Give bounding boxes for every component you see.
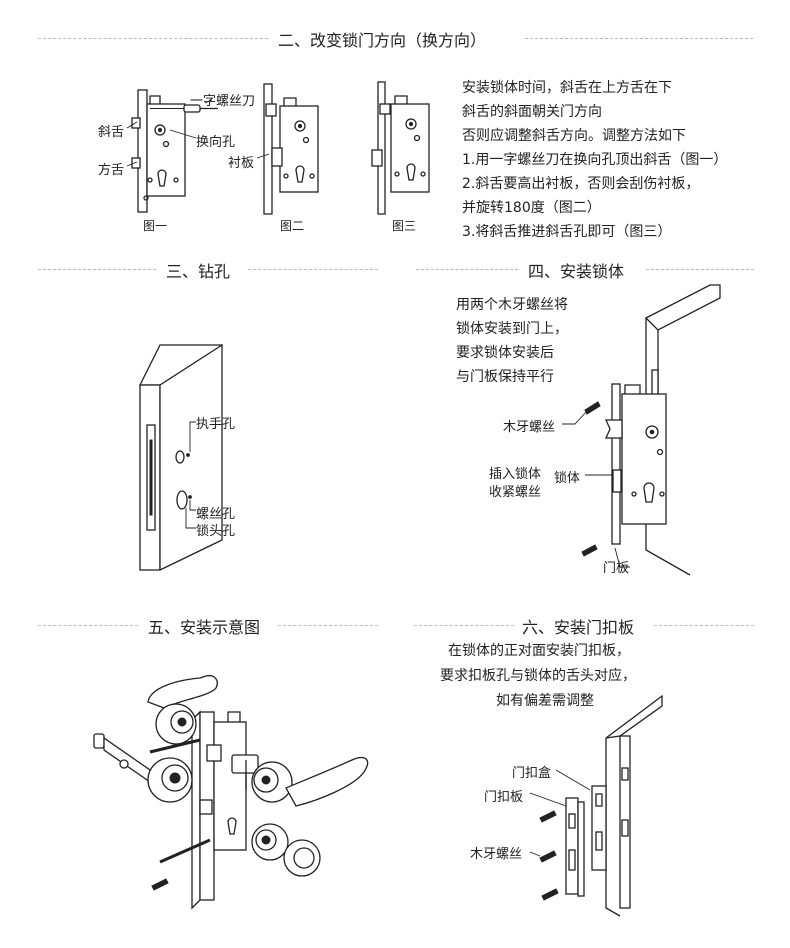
screw-bottom xyxy=(581,544,598,557)
label-suotoukong: 锁头孔 xyxy=(196,524,236,539)
label-charu-2: 收紧螺丝 xyxy=(489,485,542,500)
caption-fig3: 图三 xyxy=(392,219,417,233)
screws-5 xyxy=(149,738,211,891)
rosette-right-upper xyxy=(251,761,293,803)
spindle xyxy=(231,754,259,790)
divider-s2-right xyxy=(525,38,753,39)
divider-s3-left xyxy=(38,269,156,270)
lock-plate-5 xyxy=(191,710,247,910)
strike-box xyxy=(591,785,607,871)
divider-s5-right xyxy=(278,625,378,626)
section-title-6: 六、安装门扣板 xyxy=(516,614,641,638)
label-menkouban: 门扣板 xyxy=(484,790,524,805)
divider-s5-left xyxy=(38,625,138,626)
figure-2-lock-body xyxy=(263,83,319,215)
holes xyxy=(175,450,192,510)
section-title-2: 二、改变锁门方向（换方向） xyxy=(272,27,493,51)
screws-6 xyxy=(539,810,559,901)
s2-text-line-2: 斜舌的斜面朝关门方向 xyxy=(462,104,602,120)
knob-right xyxy=(283,839,321,877)
divider-s3-right xyxy=(248,269,378,270)
s4-text-line-3: 要求锁体安装后 xyxy=(456,345,554,361)
s4-text-line-1: 用两个木牙螺丝将 xyxy=(456,297,568,313)
s4-text-line-2: 锁体安装到门上， xyxy=(456,321,568,337)
s6-text-line-1: 在锁体的正对面安装门扣板， xyxy=(448,643,630,659)
divider-s2-left xyxy=(38,38,268,39)
strike-plate xyxy=(565,797,585,897)
s4-text-line-4: 与门板保持平行 xyxy=(456,369,554,385)
divider-s4-left xyxy=(416,269,518,270)
handle-right xyxy=(285,757,369,807)
s2-text-line-5: 2.斜舌要高出衬板，否则会刮伤衬板， xyxy=(462,176,700,192)
s6-text-line-2: 要求扣板孔与锁体的舌头对应， xyxy=(440,668,636,684)
rosette-right-lower xyxy=(251,823,289,861)
s2-text-line-3: 否则应调整斜舌方向。调整方法如下 xyxy=(462,128,686,144)
divider-s6-left xyxy=(414,625,514,626)
label-suoti: 锁体 xyxy=(554,471,581,486)
s2-text-line-1: 安装锁体时间，斜舌在上方舌在下 xyxy=(462,80,672,96)
s6-text-line-3: 如有偏差需调整 xyxy=(496,693,594,709)
door-slab xyxy=(138,344,224,571)
label-luosikong: 螺丝孔 xyxy=(196,507,236,522)
label-huanxiangkong: 换向孔 xyxy=(196,135,236,150)
section-title-5: 五、安装示意图 xyxy=(142,614,267,638)
screwdriver xyxy=(150,99,218,113)
s2-text-line-7: 3.将斜舌推进斜舌孔即可（图三） xyxy=(462,224,672,240)
label-muya-4: 木牙螺丝 xyxy=(503,420,556,435)
label-zhishoukong: 执手孔 xyxy=(196,417,236,432)
lock-body-4 xyxy=(604,383,667,545)
label-muya-6: 木牙螺丝 xyxy=(470,847,523,862)
section-title-4: 四、安装锁体 xyxy=(522,258,631,282)
rosette-left-lower xyxy=(147,757,193,803)
caption-fig1: 图一 xyxy=(143,219,168,233)
label-chenban: 衬板 xyxy=(228,156,255,171)
divider-s4-right xyxy=(646,269,754,270)
door-frame-6 xyxy=(605,694,663,917)
caption-fig2: 图二 xyxy=(280,219,305,233)
screw-top xyxy=(584,401,601,415)
label-fangshe: 方舌 xyxy=(98,163,125,178)
handle-upper xyxy=(147,674,218,745)
s2-text-line-6: 并旋转180度（图二） xyxy=(462,200,601,216)
section-title-3: 三、钻孔 xyxy=(160,258,237,282)
label-menban: 门板 xyxy=(603,561,630,576)
divider-s6-right xyxy=(654,625,754,626)
label-charu-1: 插入锁体 xyxy=(489,467,542,482)
figure-3-lock-body xyxy=(371,81,430,215)
label-xieshe: 斜舌 xyxy=(98,125,125,140)
label-menkouhe: 门扣盒 xyxy=(512,766,552,781)
label-luosidao: 一字螺丝刀 xyxy=(190,94,256,109)
s2-text-line-4: 1.用一字螺丝刀在换向孔顶出斜舌（图一） xyxy=(462,152,728,168)
